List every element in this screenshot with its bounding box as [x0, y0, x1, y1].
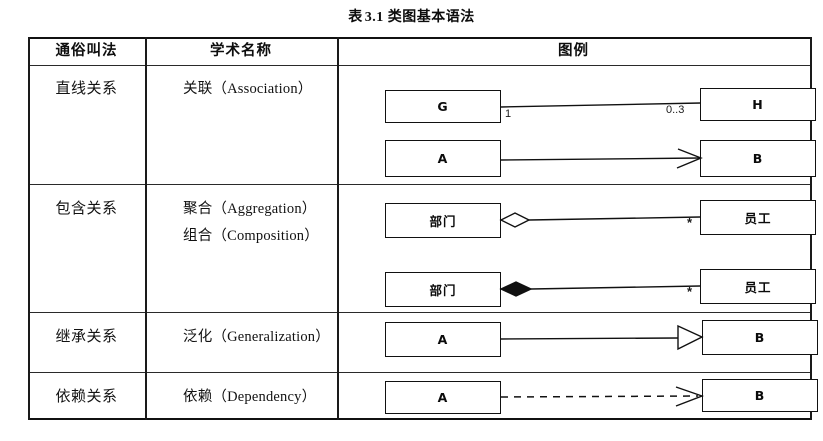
syntax-table: 通俗叫法 学术名称 图例 直线关系 关联（Association） G H 1 …	[28, 37, 818, 421]
row-divider-2	[28, 312, 812, 314]
row-1-diagrams: G H 1 0..3 A B	[365, 37, 823, 420]
dependency-line	[500, 386, 705, 407]
row-1-academic-name-1: 关联（Association）	[183, 81, 313, 97]
row-2-diagrams: 部门 员工 * 部门 员工 *	[365, 37, 823, 420]
class-box-a-assoc: A	[385, 140, 501, 177]
class-box-a-generalization: A	[385, 322, 501, 357]
class-box-b-dependency: B	[702, 379, 818, 412]
class-box-a-dependency: A	[385, 381, 501, 414]
column-divider-1	[145, 37, 147, 420]
column-divider-2	[337, 37, 339, 420]
header-divider	[28, 65, 812, 67]
row-2-common-name: 包含关系	[55, 201, 118, 217]
column-header-academic-name: 学术名称	[210, 43, 272, 59]
row-3-common-name: 继承关系	[55, 329, 118, 345]
row-divider-3	[28, 372, 812, 374]
table-bottom-border	[28, 418, 812, 421]
multiplicity-h-target: 0..3	[666, 104, 685, 116]
row-4-academic-name-1: 依赖（Dependency）	[183, 389, 317, 405]
class-box-employee-composition: 员工	[700, 269, 816, 304]
composition-line	[499, 281, 701, 297]
class-box-employee-aggregation: 员工	[700, 200, 816, 235]
row-3-diagrams: A B	[365, 37, 823, 420]
class-box-b-assoc: B	[700, 140, 816, 177]
class-box-department-aggregation: 部门	[385, 203, 501, 238]
class-box-h: H	[700, 88, 816, 121]
row-2-academic-name-1: 聚合（Aggregation）	[183, 201, 317, 217]
multiplicity-employee-composition: *	[687, 284, 693, 299]
multiplicity-g-source: 1	[505, 108, 512, 120]
column-header-common-name: 通俗叫法	[55, 43, 118, 59]
directed-association-line-a-b	[500, 148, 703, 169]
row-3-academic-name-1: 泛化（Generalization）	[183, 329, 330, 345]
association-line-g-h	[500, 102, 702, 108]
title-prefix: 表	[348, 9, 363, 25]
column-header-example: 图例	[558, 43, 589, 59]
class-box-department-composition: 部门	[385, 272, 501, 307]
row-2-academic-name-2: 组合（Composition）	[183, 228, 319, 244]
title-text: 类图基本语法	[387, 9, 475, 25]
row-divider-1	[28, 184, 812, 186]
class-box-b-generalization: B	[702, 320, 818, 355]
table-left-border	[28, 37, 30, 420]
row-1-common-name: 直线关系	[55, 81, 118, 97]
row-4-common-name: 依赖关系	[55, 389, 118, 405]
title-number: 3.1	[364, 10, 384, 25]
generalization-line	[500, 324, 704, 351]
class-box-g: G	[385, 90, 501, 123]
aggregation-line	[499, 212, 701, 228]
table-top-border	[28, 37, 812, 40]
row-4-diagrams: A B	[365, 37, 823, 420]
multiplicity-employee-aggregation: *	[687, 215, 693, 230]
